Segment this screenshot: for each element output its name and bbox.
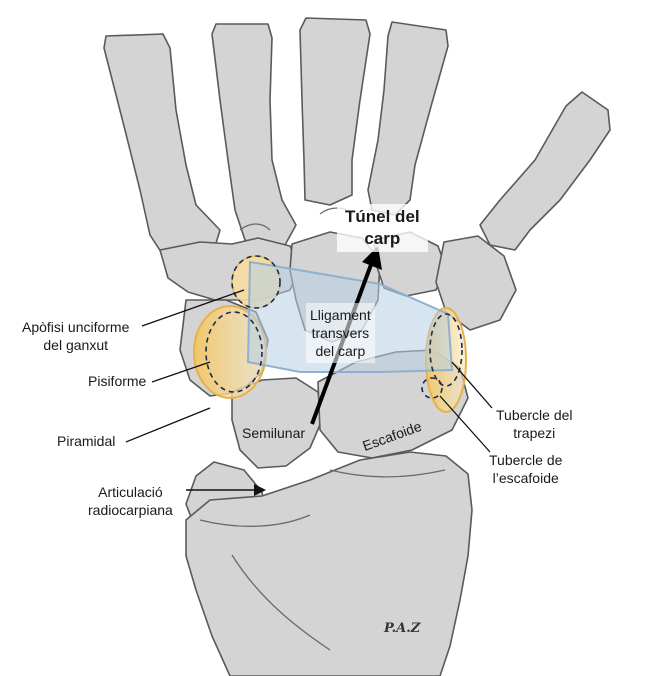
- triquetrum-label: Piramidal: [57, 433, 116, 449]
- hamulus-label: Apòfisi unciforme del ganxut: [22, 318, 129, 354]
- radiocarpal-joint-label-line1: Articulació: [98, 484, 163, 500]
- scaphoid-tubercle-label-line1: Tubercle de: [489, 452, 563, 468]
- carpal-tunnel-label-line2: carp: [364, 229, 401, 248]
- pisiform-dashed-outline: [205, 311, 263, 393]
- radiocarpal-joint-label-line2: radiocarpiana: [88, 502, 173, 518]
- scaphoid-tubercle-label: Tubercle de l’escafoide: [489, 451, 562, 487]
- transverse-ligament-label-line3: del carp: [315, 343, 366, 359]
- radius-bone: [185, 451, 473, 676]
- lunate-label: Semilunar: [242, 425, 306, 441]
- transverse-ligament-label: Lligament transvers del carp: [306, 303, 375, 363]
- tunnel-arrow-head: [362, 246, 382, 270]
- leader-trapezium-tubercle: [451, 361, 493, 409]
- metacarpal-2: [367, 21, 449, 216]
- carpal-tunnel-label: Túnel del carp: [337, 204, 428, 252]
- scaphoid-tubercle-dashed-outline: [421, 377, 443, 399]
- leader-triquetrum: [125, 407, 211, 443]
- leader-hamulus: [141, 289, 245, 327]
- leader-scaphoid-tubercle: [439, 395, 491, 453]
- trapezium-tubercle-dashed-outline: [429, 313, 463, 387]
- metacarpal-5: [103, 33, 221, 263]
- trapezium-bone: [435, 235, 517, 331]
- trapezium-tubercle-label-line1: Tubercle del: [496, 407, 573, 423]
- metacarpal-4: [211, 23, 297, 251]
- radiocarpal-arrow-head: [254, 484, 266, 496]
- lunate-bone: [231, 377, 323, 469]
- hamulus-label-line1: Apòfisi unciforme: [22, 319, 130, 335]
- scaphoid-tubercle-label-line2: l’escafoide: [492, 470, 559, 486]
- hamulus-label-line2: del ganxut: [43, 337, 108, 353]
- author-signature: P.A.Z: [384, 621, 421, 636]
- carpal-tunnel-label-line1: Túnel del: [345, 207, 420, 226]
- trapezium-tubercle-label: Tubercle del trapezi: [496, 406, 573, 442]
- metacarpal-1: [479, 91, 611, 251]
- metacarpal-3: [299, 17, 371, 206]
- trapezium-tubercle-label-line2: trapezi: [513, 425, 556, 441]
- radiocarpal-joint-label: Articulació radiocarpiana: [88, 483, 173, 519]
- transverse-ligament-label-line1: Lligament: [310, 307, 371, 323]
- pisiform-label: Pisiforme: [88, 373, 147, 389]
- hamulus-dashed-outline: [231, 255, 281, 309]
- leader-pisiform: [151, 361, 211, 383]
- transverse-ligament-label-line2: transvers: [311, 325, 370, 341]
